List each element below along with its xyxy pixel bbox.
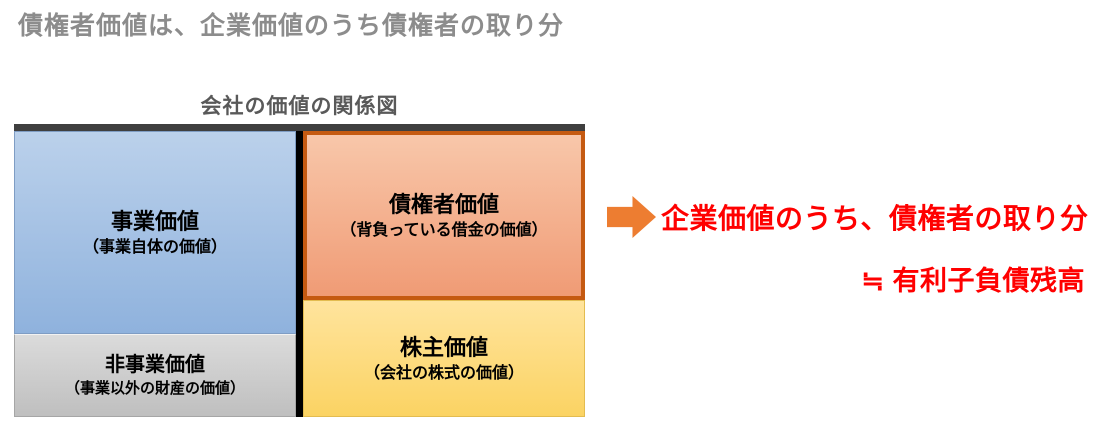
- non-business-value-sublabel: （事業以外の財産の価値）: [64, 379, 245, 397]
- diagram-top-bar: [14, 124, 585, 131]
- page-title: 債権者価値は、企業価値のうち債権者の取り分: [18, 12, 565, 40]
- annotation-creditor-share: 企業価値のうち、債権者の取り分: [661, 203, 1089, 234]
- creditor-value-box: 債権者価値 （背負っている借金の価値）: [303, 131, 585, 300]
- diagram-caption: 会社の価値の関係図: [200, 95, 399, 118]
- diagram-body: 事業価値 （事業自体の価値） 非事業価値 （事業以外の財産の価値） 債権者価値 …: [14, 131, 585, 417]
- creditor-value-sublabel: （背負っている借金の価値）: [340, 221, 548, 239]
- right-arrow-icon: [607, 196, 656, 238]
- business-value-label: 事業価値: [110, 208, 199, 234]
- claims-column: 債権者価値 （背負っている借金の価値） 株主価値 （会社の株式の価値）: [303, 131, 585, 417]
- non-business-value-box: 非事業価値 （事業以外の財産の価値）: [14, 334, 296, 417]
- non-business-value-label: 非事業価値: [105, 353, 205, 376]
- business-value-sublabel: （事業自体の価値）: [82, 238, 227, 256]
- shareholder-value-box: 株主価値 （会社の株式の価値）: [303, 300, 585, 417]
- shareholder-value-sublabel: （会社の株式の価値）: [363, 364, 524, 382]
- business-value-box: 事業価値 （事業自体の価値）: [14, 131, 296, 334]
- annotation-interest-bearing-debt: ≒ 有利子負債残高: [861, 266, 1085, 296]
- company-value-diagram: 事業価値 （事業自体の価値） 非事業価値 （事業以外の財産の価値） 債権者価値 …: [14, 124, 585, 417]
- shareholder-value-label: 株主価値: [399, 334, 488, 360]
- creditor-value-label: 債権者価値: [388, 191, 499, 217]
- enterprise-value-column: 事業価値 （事業自体の価値） 非事業価値 （事業以外の財産の価値）: [14, 131, 296, 417]
- column-divider: [296, 131, 303, 417]
